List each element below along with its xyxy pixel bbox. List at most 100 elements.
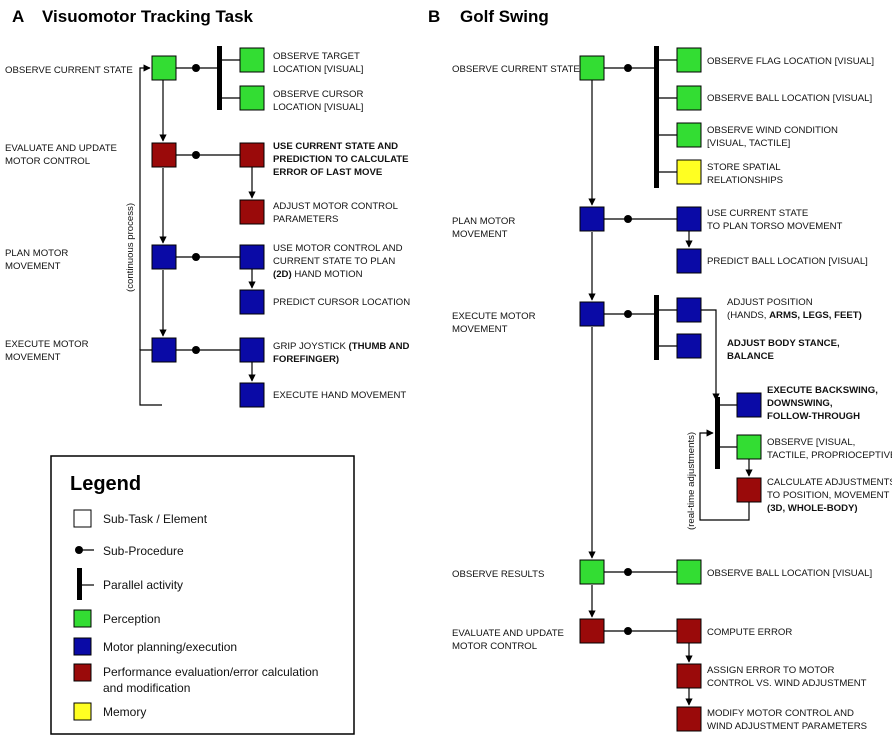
a-box-grip (239, 337, 265, 363)
panel-b-title: Golf Swing (460, 7, 549, 26)
b-parallel-bar-observe (654, 46, 659, 188)
b-box-evaluate (579, 618, 605, 644)
b-task-ball: OBSERVE BALL LOCATION [VISUAL] (707, 93, 872, 104)
a-box-cursor (239, 85, 265, 111)
b-task-modify-1: MODIFY MOTOR CONTROL AND (707, 708, 854, 719)
b-box-swing (736, 392, 762, 418)
b-subproc-dot-evaluate (624, 627, 632, 635)
a-box-use-motor (239, 244, 265, 270)
a-task-target-1: OBSERVE TARGET (273, 51, 360, 62)
b-task-swing-2: DOWNSWING, (767, 398, 833, 409)
b-box-flag (676, 47, 702, 73)
legend-parallel-bar (77, 568, 82, 600)
b-side-label: (real-time adjustments) (686, 432, 697, 530)
a-task-adjust-1: ADJUST MOTOR CONTROL (273, 201, 399, 212)
a-task-use-state-2: PREDICTION TO CALCULATE (273, 154, 409, 165)
b-task-modify-2: WIND ADJUSTMENT PARAMETERS (707, 721, 867, 732)
a-stage-evaluate-2: MOTOR CONTROL (5, 156, 91, 167)
a-box-use-state (239, 142, 265, 168)
b-task-ball-result: OBSERVE BALL LOCATION [VISUAL] (707, 568, 872, 579)
b-task-stance-2: BALANCE (727, 351, 775, 362)
b-box-results (579, 559, 605, 585)
a-parallel-bar (217, 46, 222, 110)
b-subproc-dot-results (624, 568, 632, 576)
b-task-sense-1: OBSERVE [VISUAL, (767, 437, 855, 448)
a-task-hand-motion: (2D) HAND MOTION (273, 269, 363, 280)
b-task-torso-2: TO PLAN TORSO MOVEMENT (707, 221, 843, 232)
b-task-sense-2: TACTILE, PROPRIOCEPTIVE] (767, 450, 892, 461)
b-task-calc-3: (3D, WHOLE-BODY) (767, 503, 858, 514)
legend-item-evaluation-1: Performance evaluation/error calculation (103, 665, 318, 679)
a-task-use-state-1: USE CURRENT STATE AND (273, 141, 398, 152)
legend-swatch-subtask (73, 509, 92, 528)
legend-swatch-motor (73, 637, 92, 656)
a-box-evaluate (151, 142, 177, 168)
b-task-store-2: RELATIONSHIPS (707, 175, 783, 186)
b-box-plan (579, 206, 605, 232)
legend-swatch-memory (73, 702, 92, 721)
b-stage-evaluate-1: EVALUATE AND UPDATE (452, 628, 564, 639)
legend-item-evaluation-2: and modification (103, 681, 190, 695)
b-box-store (676, 159, 702, 185)
b-box-adjust-pos (676, 297, 702, 323)
b-subproc-dot-plan (624, 215, 632, 223)
legend-item-motor: Motor planning/execution (103, 640, 237, 654)
a-stage-execute-2: MOVEMENT (5, 352, 61, 363)
b-box-predict-ball (676, 248, 702, 274)
legend-item-perception: Perception (103, 612, 160, 626)
b-parallel-bar-execute (654, 295, 659, 360)
legend-item-parallel: Parallel activity (103, 578, 183, 592)
b-task-calc-1: CALCULATE ADJUSTMENTS (767, 477, 892, 488)
legend-item-subproc: Sub-Procedure (103, 544, 184, 558)
a-loop-line-up (139, 64, 151, 350)
b-task-adjust-pos-2: (HANDS, ARMS, LEGS, FEET) (727, 310, 862, 321)
legend-swatch-perception (73, 609, 92, 628)
b-task-assign-1: ASSIGN ERROR TO MOTOR (707, 665, 834, 676)
b-task-stance-1: ADJUST BODY STANCE, (727, 338, 840, 349)
b-task-adjust-pos-1: ADJUST POSITION (727, 297, 813, 308)
b-box-sense (736, 434, 762, 460)
a-subproc-dot-plan (192, 253, 200, 261)
a-task-target-2: LOCATION [VISUAL] (273, 64, 363, 75)
a-subproc-dot-execute (192, 346, 200, 354)
a-box-execute (151, 337, 177, 363)
panel-a-letter: A (12, 7, 24, 26)
panel-b-letter: B (428, 7, 440, 26)
b-stage-plan-1: PLAN MOTOR (452, 216, 515, 227)
b-subproc-dot-execute (624, 310, 632, 318)
b-task-assign-2: CONTROL VS. WIND ADJUSTMENT (707, 678, 867, 689)
b-task-torso-1: USE CURRENT STATE (707, 208, 808, 219)
a-stage-execute-1: EXECUTE MOTOR (5, 339, 89, 350)
b-stage-evaluate-2: MOTOR CONTROL (452, 641, 538, 652)
b-box-ball-result (676, 559, 702, 585)
a-stage-evaluate-1: EVALUATE AND UPDATE (5, 143, 117, 154)
a-task-cursor-1: OBSERVE CURSOR (273, 89, 364, 100)
a-box-target (239, 47, 265, 73)
a-task-grip-1: GRIP JOYSTICK (THUMB AND (273, 341, 410, 352)
a-side-label: (continuous process) (125, 203, 136, 292)
b-task-wind-1: OBSERVE WIND CONDITION (707, 125, 838, 136)
a-task-exec-hand: EXECUTE HAND MOVEMENT (273, 390, 406, 401)
b-subproc-dot-observe (624, 64, 632, 72)
b-stage-execute-1: EXECUTE MOTOR (452, 311, 536, 322)
b-task-calc-2: TO POSITION, MOVEMENT (767, 490, 890, 501)
b-task-store-1: STORE SPATIAL (707, 162, 781, 173)
panel-a-title: Visuomotor Tracking Task (42, 7, 254, 26)
b-stage-results: OBSERVE RESULTS (452, 569, 544, 580)
b-task-swing-3: FOLLOW-THROUGH (767, 411, 860, 422)
legend-box (50, 455, 355, 735)
legend-swatch-evaluation (73, 663, 92, 682)
b-realtime-loop-line (699, 429, 750, 521)
b-stage-plan-2: MOVEMENT (452, 229, 508, 240)
b-box-observe (579, 55, 605, 81)
b-box-wind (676, 122, 702, 148)
a-subproc-dot-evaluate (192, 151, 200, 159)
a-subproc-dot-observe (192, 64, 200, 72)
a-task-adjust-2: PARAMETERS (273, 214, 338, 225)
a-task-grip-2: FOREFINGER) (273, 354, 339, 365)
b-box-compute (676, 618, 702, 644)
b-box-calc (736, 477, 762, 503)
a-box-plan (151, 244, 177, 270)
b-task-compute: COMPUTE ERROR (707, 627, 792, 638)
